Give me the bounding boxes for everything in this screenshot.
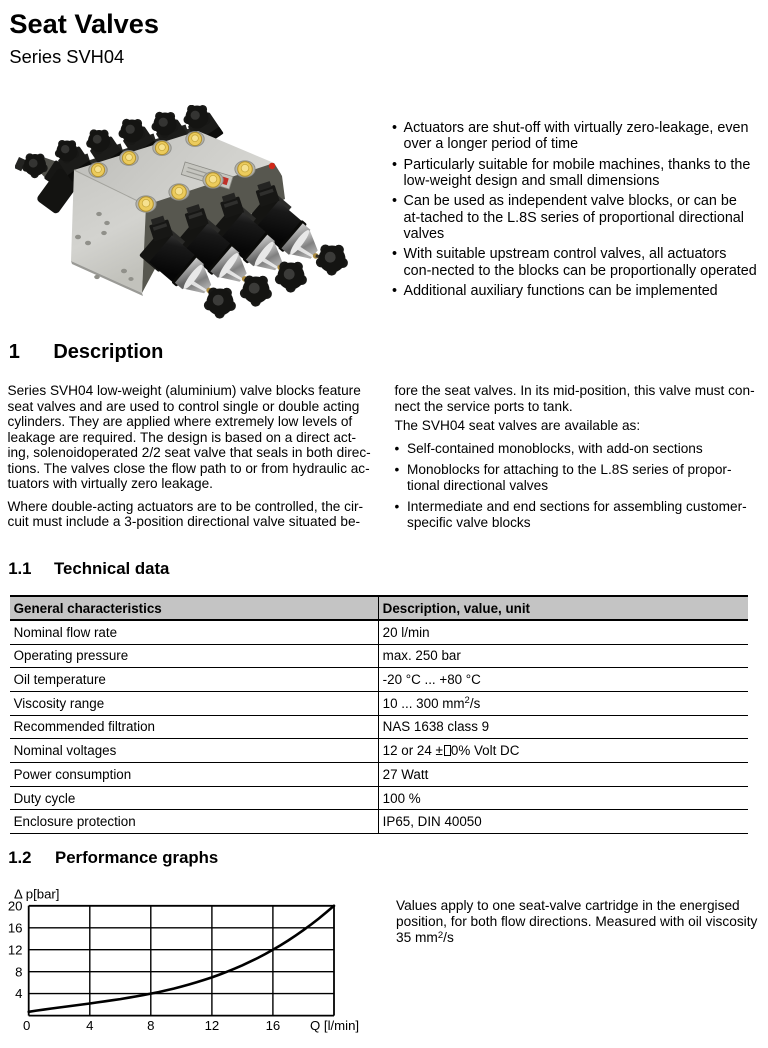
- svg-text:12: 12: [205, 1018, 220, 1033]
- svg-text:4: 4: [15, 986, 22, 1001]
- svg-text:Δ p[bar]: Δ p[bar]: [14, 887, 59, 902]
- svg-text:0: 0: [23, 1018, 30, 1033]
- svg-text:20: 20: [8, 898, 23, 913]
- svg-text:12: 12: [8, 942, 23, 957]
- svg-text:8: 8: [147, 1018, 154, 1033]
- svg-text:16: 16: [266, 1018, 281, 1033]
- svg-text:16: 16: [8, 920, 23, 935]
- svg-text:4: 4: [86, 1018, 93, 1033]
- svg-text:8: 8: [15, 964, 22, 979]
- svg-text:Q [l/min]: Q [l/min]: [310, 1018, 359, 1033]
